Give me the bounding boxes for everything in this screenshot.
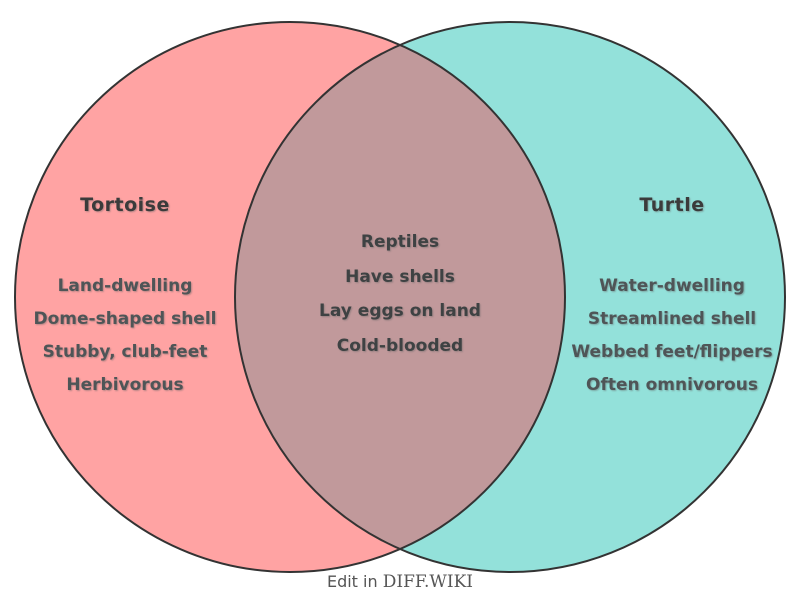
edit-link-prefix: Edit in — [326, 572, 378, 591]
edit-link[interactable]: Edit in DIFF.WIKI — [0, 572, 800, 592]
edit-link-brand: DIFF.WIKI — [382, 572, 474, 592]
turtle-circle-outline — [234, 21, 786, 573]
overlap-region — [235, 22, 565, 572]
tortoise-circle-outline — [14, 21, 566, 573]
